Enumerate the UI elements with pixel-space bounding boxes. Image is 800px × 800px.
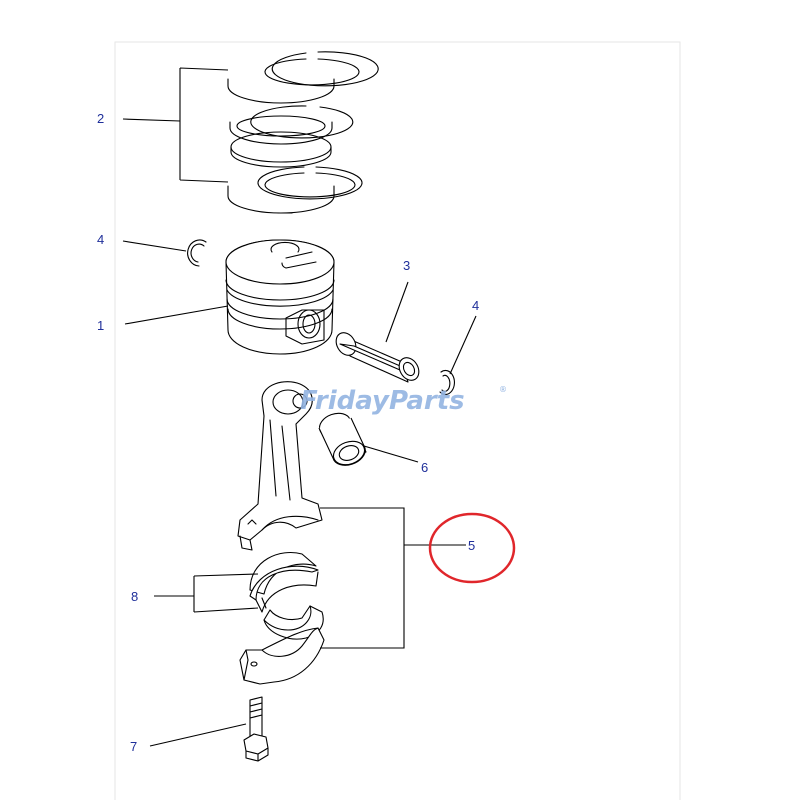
piston-rings	[227, 51, 379, 214]
callout-4-right: 4	[472, 298, 479, 313]
ring-oil	[227, 166, 363, 214]
callout-5: 5	[468, 538, 475, 553]
callout-6: 6	[421, 460, 428, 475]
callout-4-left: 4	[97, 232, 104, 247]
ring-top	[227, 51, 379, 104]
piston-pin	[335, 332, 420, 383]
snap-ring-left	[187, 239, 207, 267]
ring-third	[230, 131, 332, 168]
snap-ring-right	[439, 369, 455, 395]
callout-1: 1	[97, 318, 104, 333]
connecting-rod	[237, 381, 323, 551]
callout-2: 2	[97, 111, 104, 126]
bolt	[243, 696, 269, 762]
bearing-lower	[263, 605, 324, 640]
callout-numbers: 2 4 1 3 4 6 5 8 7	[97, 111, 479, 754]
watermark-text: FridayParts	[300, 386, 465, 416]
diagram-sheet	[114, 41, 681, 800]
connecting-rod-cap	[239, 627, 325, 685]
ring-second	[229, 105, 354, 145]
watermark: FridayParts ®	[300, 385, 507, 416]
highlight-circle	[428, 512, 516, 584]
callout-3: 3	[403, 258, 410, 273]
callout-7: 7	[130, 739, 137, 754]
callout-8: 8	[131, 589, 138, 604]
watermark-registered-mark: ®	[499, 385, 507, 394]
leader-lines	[122, 67, 477, 747]
bushing	[318, 412, 367, 466]
piston	[225, 239, 335, 355]
bearing-upper	[249, 552, 319, 613]
